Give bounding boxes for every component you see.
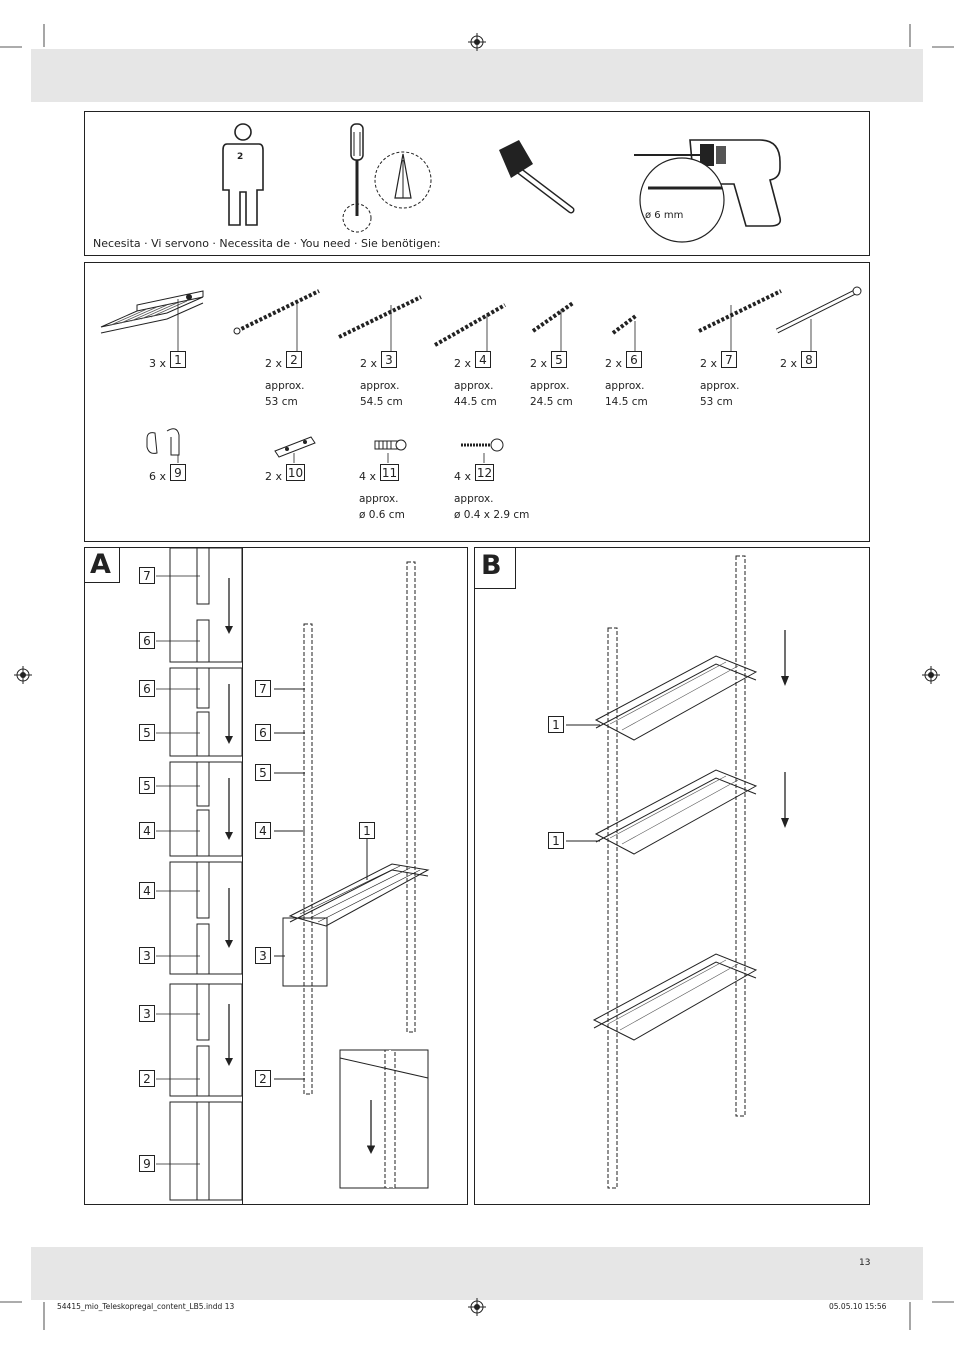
step-a-detail-bottom-label: 5 [139, 724, 155, 741]
step-a-detail-top-label: 7 [139, 567, 155, 584]
step-a-pole-label: 5 [255, 764, 271, 781]
registration-mark-left [14, 666, 32, 684]
part-number: 11 [380, 464, 399, 481]
part-number: 1 [170, 351, 186, 368]
step-a-pole-label: 4 [255, 822, 271, 839]
parts-panel [84, 262, 870, 542]
pole-part-7 [698, 289, 782, 333]
step-a-detail-top-label: 3 [139, 1005, 155, 1022]
bracket-part-10 [274, 436, 316, 458]
part-size-label: approx. [530, 380, 570, 392]
clip-part-9 [146, 428, 180, 456]
part-number: 10 [286, 464, 305, 481]
registration-mark-bottom [468, 1298, 486, 1316]
rod-part-8 [775, 286, 862, 334]
part-number: 7 [721, 351, 737, 368]
pole-part-4 [434, 303, 506, 347]
step-a-detail-bottom-label: 6 [139, 632, 155, 649]
part-number: 12 [475, 464, 494, 481]
part-number: 9 [170, 464, 186, 481]
step-b-letter-box: B [475, 548, 516, 589]
footer-date: 05.05.10 15:56 [829, 1302, 887, 1311]
part-qty: 2 x [530, 357, 548, 370]
pole-part-6 [611, 313, 639, 335]
step-b-panel: B [474, 547, 870, 1205]
footer-filename: 54415_mio_Teleskopregal_content_LB5.indd… [57, 1302, 235, 1311]
part-size-value: 53 cm [700, 396, 733, 408]
step-a-detail-top-label: 6 [139, 680, 155, 697]
drill-icon [634, 139, 782, 243]
step-a-detail-bottom-label: 3 [139, 947, 155, 964]
part-size-label: approx. [360, 380, 400, 392]
hammer-icon [499, 140, 575, 214]
part-qty: 4 x [454, 470, 472, 483]
part-qty: 2 x [780, 357, 798, 370]
tools-need-label: Necesita · Vi servono · Necessita de · Y… [93, 237, 441, 250]
part-size-value: 44.5 cm [454, 396, 497, 408]
part-size-value: ø 0.6 cm [359, 509, 405, 521]
part-size-label: approx. [454, 493, 494, 505]
step-a-pole-label: 2 [255, 1070, 271, 1087]
step-a-pole-label: 3 [255, 947, 271, 964]
step-a-panel: A [84, 547, 468, 1205]
part-size-label: approx. [359, 493, 399, 505]
registration-mark-right [922, 666, 940, 684]
part-number: 8 [801, 351, 817, 368]
part-qty: 4 x [359, 470, 377, 483]
part-size-value: 14.5 cm [605, 396, 648, 408]
screw-part-12 [461, 438, 504, 452]
step-a-detail-top-label: 5 [139, 777, 155, 794]
part-size-label: approx. [700, 380, 740, 392]
part-number: 4 [475, 351, 491, 368]
part-size-value: 54.5 cm [360, 396, 403, 408]
part-number: 2 [286, 351, 302, 368]
parts-leader-lines [177, 299, 812, 463]
part-size-label: approx. [605, 380, 645, 392]
step-a-detail-bottom-label: 2 [139, 1070, 155, 1087]
part-number: 6 [626, 351, 642, 368]
part-qty: 2 x [605, 357, 623, 370]
part-qty: 6 x [149, 470, 167, 483]
registration-mark-top [468, 33, 486, 51]
pole-part-5 [531, 301, 575, 333]
persons-count: 2 [237, 152, 244, 162]
step-a-detail-top-label: 9 [139, 1155, 155, 1172]
part-qty: 2 x [454, 357, 472, 370]
part-number: 3 [381, 351, 397, 368]
pole-part-2 [233, 289, 320, 335]
page-number: 13 [859, 1258, 871, 1268]
part-size-label: approx. [265, 380, 305, 392]
footer-band [31, 1247, 923, 1300]
step-a-letter: A [90, 549, 111, 580]
part-qty: 2 x [700, 357, 718, 370]
part-size-value: ø 0.4 x 2.9 cm [454, 509, 530, 521]
pole-part-3 [338, 295, 422, 339]
screwdriver-icon [342, 123, 432, 233]
step-a-pole-label: 7 [255, 680, 271, 697]
part-qty: 2 x [265, 470, 283, 483]
header-band [31, 49, 923, 102]
step-a-letter-box: A [85, 548, 120, 583]
part-number: 5 [551, 351, 567, 368]
step-a-detail-bottom-label: 4 [139, 822, 155, 839]
part-qty: 2 x [360, 357, 378, 370]
part-qty: 3 x [149, 357, 167, 370]
shelf-part-drawing [100, 290, 204, 334]
part-size-value: 53 cm [265, 396, 298, 408]
step-a-pole-label: 6 [255, 724, 271, 741]
step-a-detail-top-label: 4 [139, 882, 155, 899]
tools-panel: 2 ø 6 mm Necesita · Vi servono · Necessi… [84, 111, 870, 256]
step-b-shelf-label: 1 [548, 716, 564, 733]
part-size-value: 24.5 cm [530, 396, 573, 408]
dowel-part-11 [374, 439, 407, 451]
part-size-label: approx. [454, 380, 494, 392]
step-b-letter: B [481, 550, 502, 581]
part-qty: 2 x [265, 357, 283, 370]
drill-bit-size: ø 6 mm [645, 210, 684, 221]
person-icon [222, 123, 264, 226]
step-b-shelf-label: 1 [548, 832, 564, 849]
step-a-shelf-label: 1 [359, 822, 375, 839]
